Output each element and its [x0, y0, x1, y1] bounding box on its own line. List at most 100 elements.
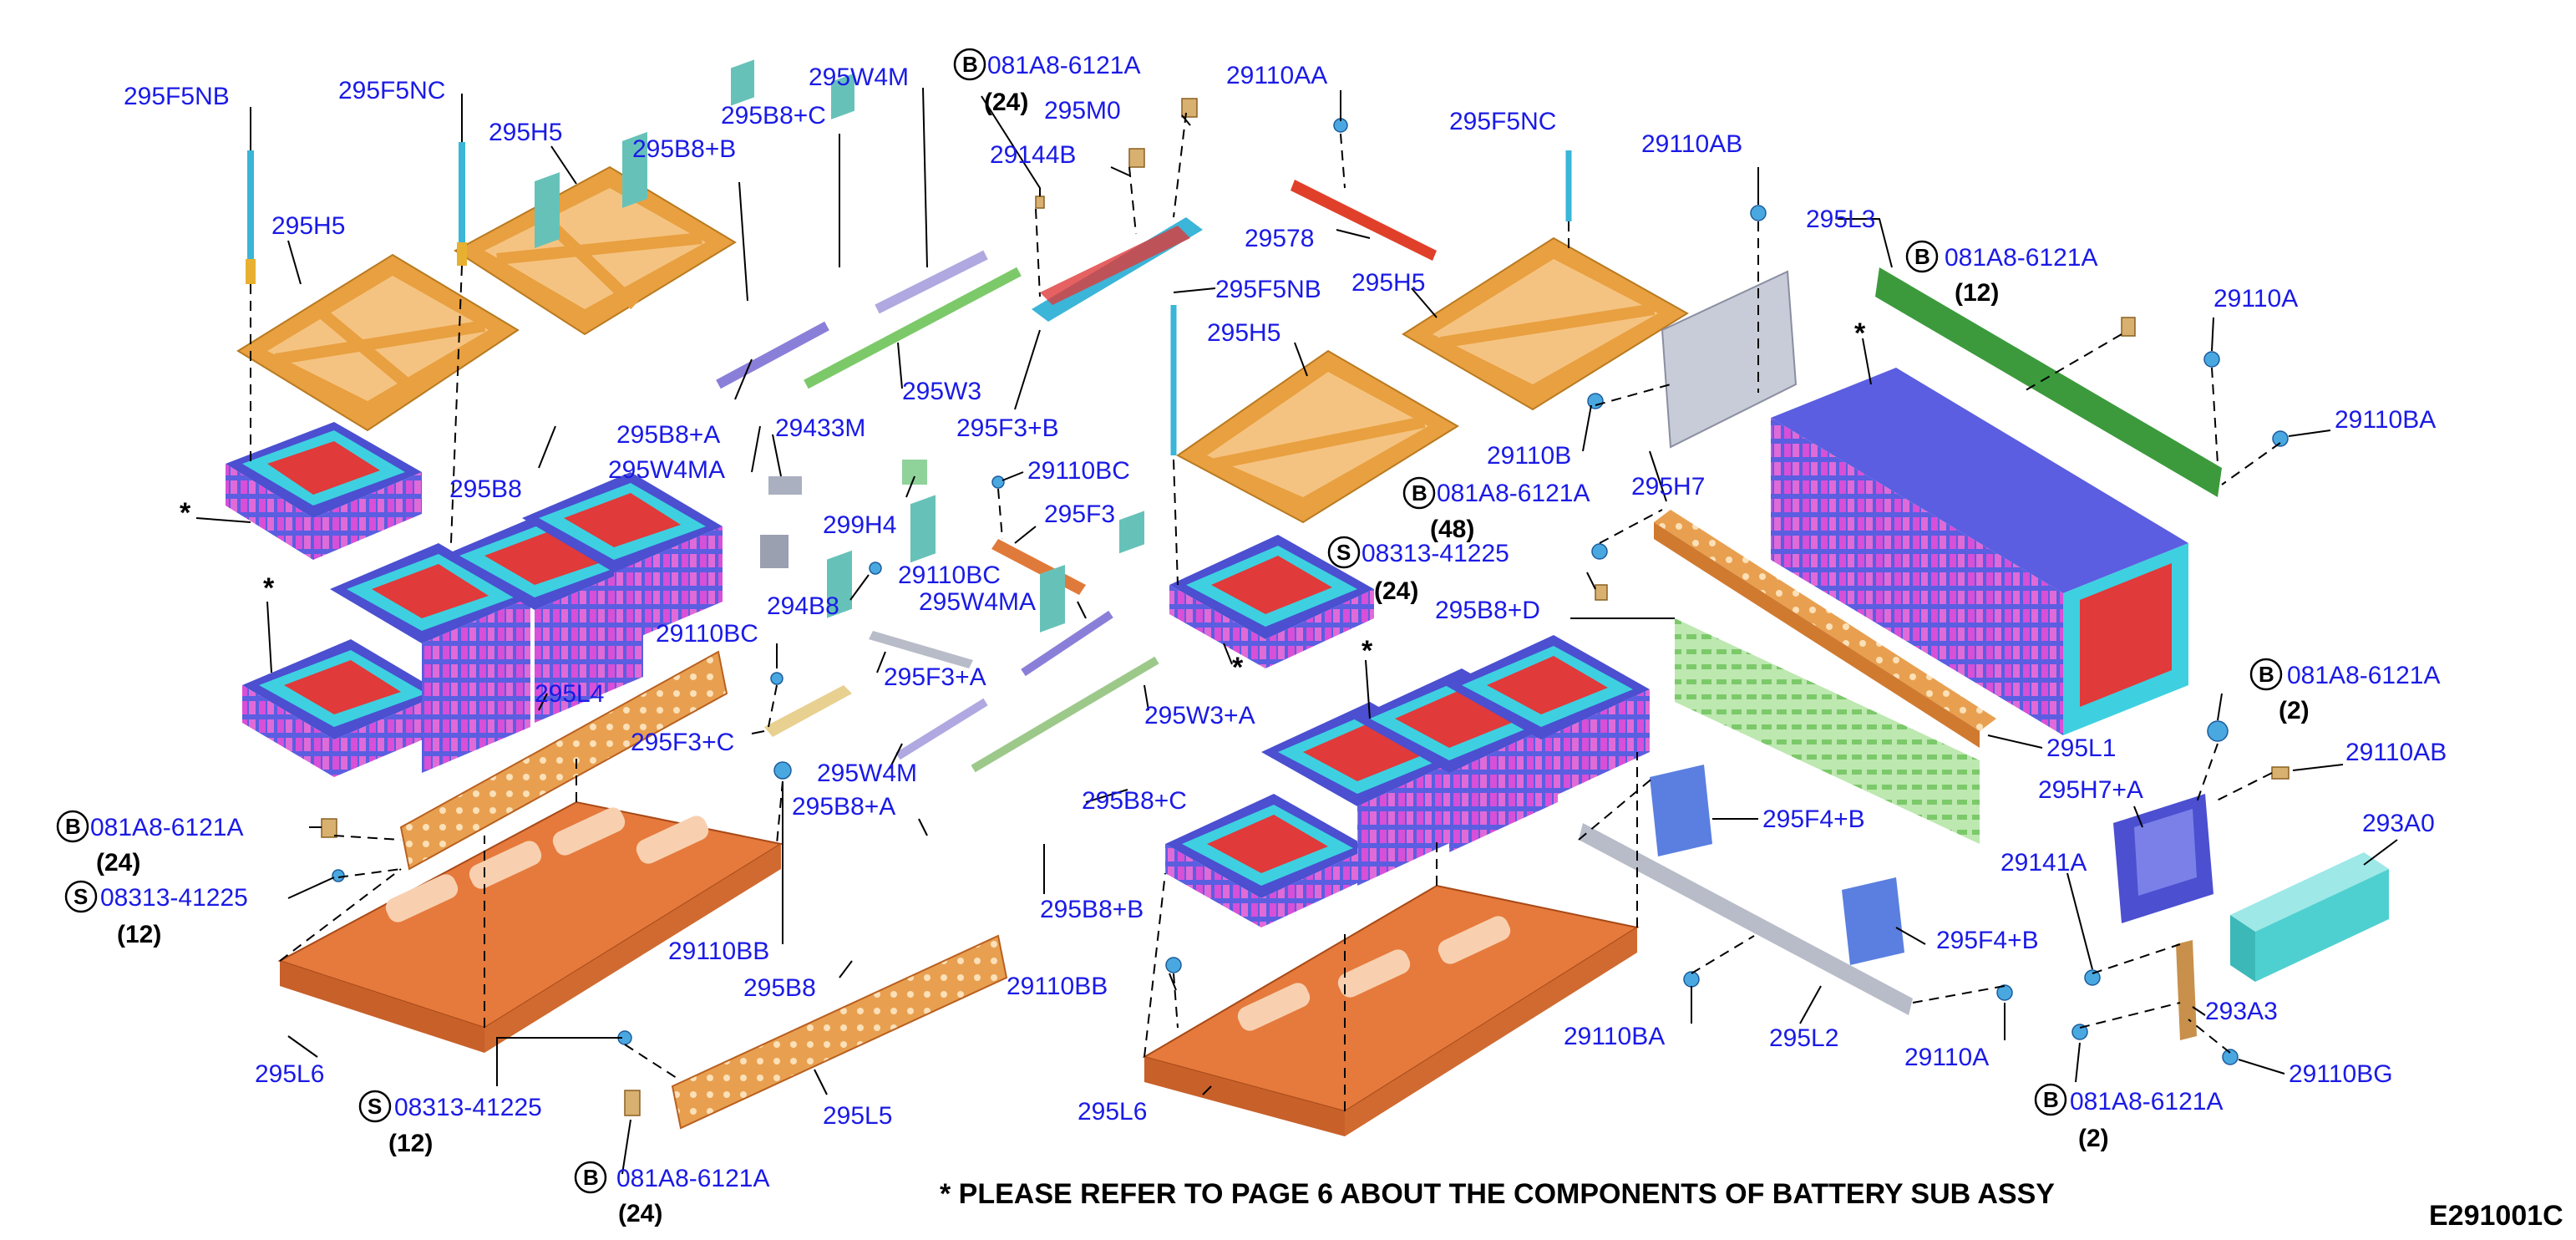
callout-label: 295H5 [1207, 319, 1280, 347]
badge-letter-s: S [368, 1094, 382, 1119]
quantity-label: (12) [1955, 279, 1999, 307]
asterisk-leaders [195, 338, 1872, 719]
quantity-labels: (24) (12) (48) (24) (2) (24) (12) (12) (… [96, 89, 2310, 1227]
sensor-plates-center [827, 495, 1144, 633]
callout-label: 29110AB [1641, 130, 1742, 158]
busbar-295B8+D [1675, 618, 1980, 844]
badge-circles [56, 48, 2283, 1194]
callout-label: 29433M [775, 414, 865, 442]
callout-label: 08313-41225 [1362, 540, 1509, 567]
bolt-295F5NC-left [457, 142, 467, 266]
busbar-295W4MA-center [1021, 610, 1113, 677]
callout-label: 295F5NB [124, 83, 230, 110]
callout-label: 295F5NC [1449, 108, 1556, 135]
badge-letter-b: B [583, 1165, 599, 1190]
busbar-295W3 [804, 267, 1022, 389]
quantity-label: (12) [117, 921, 161, 948]
bracket-295F3+A [869, 631, 973, 668]
callout-label: 293A0 [2362, 810, 2435, 837]
quantity-label: (24) [96, 849, 140, 877]
callout-label: 29110BA [1564, 1023, 1665, 1050]
badge-letter-b: B [2259, 662, 2274, 687]
quantity-label: (12) [388, 1130, 433, 1157]
asterisk-module-center: * [1232, 652, 1244, 684]
leader-lines [250, 87, 2398, 1175]
callout-label: 295B8+C [721, 102, 826, 130]
bracket-29578 [1291, 180, 1437, 261]
battery-module-center [1169, 535, 1374, 668]
badge-letters: B B B S B B S S B B [65, 52, 2274, 1190]
busbar-295W3+A [971, 656, 1159, 773]
frame-295H5-right-lower [1176, 349, 1459, 524]
busbar-295W4M-top [875, 250, 988, 314]
badge-letter-b: B [1914, 244, 1930, 269]
callout-label: 29110BG [2289, 1060, 2393, 1088]
callout-label: 295F3+B [956, 414, 1059, 442]
callout-label: 295B8+C [1082, 787, 1187, 815]
callout-label: 295B8+A [616, 421, 720, 449]
callout-label: 295F5NB [1215, 276, 1321, 303]
callout-label: 295H5 [1351, 269, 1425, 297]
callout-label: 081A8-6121A [1437, 480, 1590, 507]
quantity-label: (24) [618, 1200, 662, 1227]
callout-label: 295F4+B [1936, 927, 2039, 954]
callout-label: 29110BC [1027, 457, 1130, 485]
callout-label: 295F3+C [631, 729, 734, 756]
callout-label: 29110A [1904, 1044, 1989, 1071]
callout-label: 29110BC [656, 620, 758, 648]
callout-label: 29110AB [2345, 739, 2447, 766]
bracket-295F3+B [1032, 217, 1203, 322]
callout-label: 295B8+A [792, 793, 895, 821]
callout-label: 295W4M [809, 64, 909, 91]
callout-label: 29110BA [2335, 406, 2436, 434]
callout-label: 295W4MA [608, 456, 725, 484]
callout-label: 295W3 [902, 378, 981, 405]
battery-stack-main [1771, 368, 2188, 735]
callout-label: 29578 [1245, 225, 1314, 252]
battery-stack-left [242, 472, 723, 777]
callout-label: 081A8-6121A [2070, 1088, 2224, 1115]
callout-label: 081A8-6121A [90, 814, 244, 841]
callout-label: 295L5 [823, 1102, 892, 1130]
callout-label: 295B8+D [1435, 597, 1540, 624]
figure-code: E291001C [2429, 1200, 2563, 1232]
frame-295H5-right-upper [1402, 236, 1689, 411]
callout-label: 29141A [2000, 849, 2087, 877]
callout-label: 295B8+B [1040, 896, 1143, 923]
callout-label: 295M0 [1044, 97, 1121, 125]
bolt-295F5NB-left [246, 150, 256, 284]
callout-label: 295L6 [1078, 1098, 1147, 1126]
callout-label: 29110BC [898, 562, 1001, 589]
frame-295L4 [399, 650, 728, 871]
callout-label: 295B8 [743, 974, 816, 1002]
battery-stack-center [1165, 635, 1650, 927]
quantity-label: (2) [2279, 697, 2310, 724]
badge-letter-b: B [65, 814, 81, 839]
callout-label: 08313-41225 [100, 884, 248, 912]
callout-labels: 295F5NB 295F5NC 295H5 295H5 295B8+B 295B… [90, 52, 2447, 1192]
callout-label: 081A8-6121A [616, 1165, 770, 1192]
assembly-dashed-lines [250, 112, 2281, 1111]
callout-label: 299H4 [823, 511, 896, 539]
callout-label: 295H5 [271, 212, 345, 240]
battery-module-left-top [226, 422, 422, 560]
callout-label: 081A8-6121A [1945, 244, 2098, 272]
callout-label: 295L6 [255, 1060, 324, 1088]
fastener-symbols [332, 118, 2289, 1065]
callout-label: 294B8 [767, 592, 839, 620]
callout-label: 29110A [2213, 285, 2298, 313]
brackets-small-left [760, 460, 927, 568]
rail-295L2 [1579, 823, 1913, 1015]
frame-295H5-center [454, 165, 737, 336]
quantity-label: (24) [1374, 577, 1418, 605]
callout-label: 295B8 [449, 475, 522, 503]
callout-label: 081A8-6121A [987, 52, 1141, 79]
badge-letter-s: S [74, 884, 88, 909]
sensor-plates-left [535, 59, 854, 249]
bus-bar-cover-295L3 [1875, 267, 2222, 497]
footnote: * PLEASE REFER TO PAGE 6 ABOUT THE COMPO… [940, 1178, 2055, 1210]
callout-label: 295L2 [1769, 1024, 1838, 1052]
callout-label: 295H7+A [2038, 776, 2143, 804]
bracket-295F3+C [764, 685, 852, 737]
